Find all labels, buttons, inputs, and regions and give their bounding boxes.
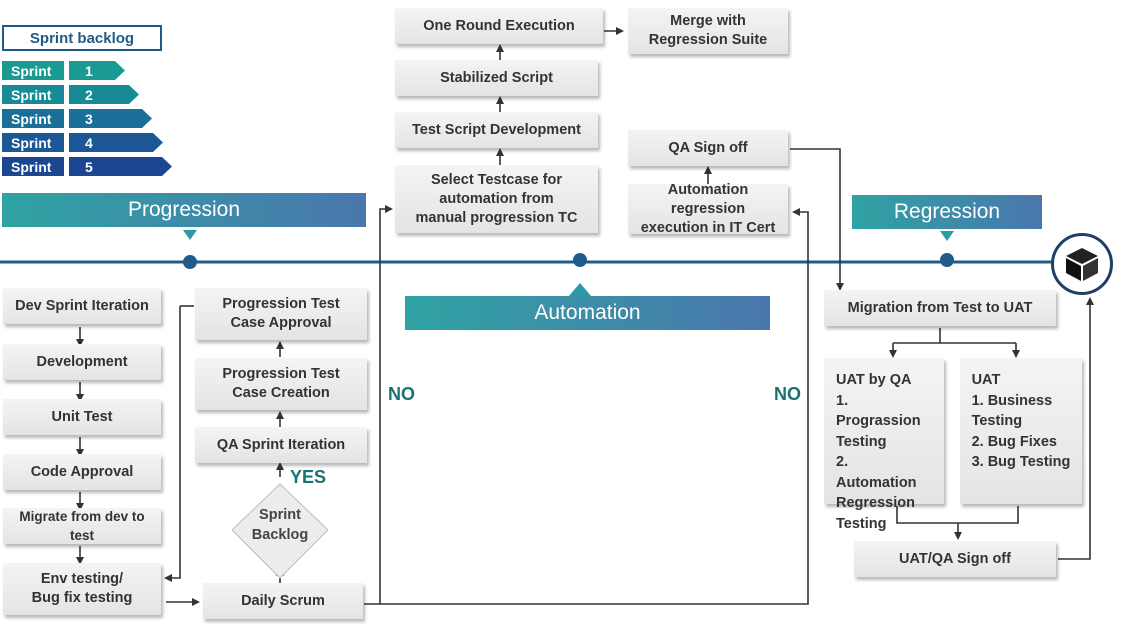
sprint-row: Sprint 5 — [2, 157, 172, 176]
test-script-development-box: Test Script Development — [395, 112, 598, 148]
uat-box: UAT 1. Business Testing 2. Bug Fixes 3. … — [960, 358, 1082, 504]
test-case-approval-box: Progression Test Case Approval — [195, 288, 367, 340]
merge-regression-box: Merge with Regression Suite — [628, 8, 788, 54]
sprint-row: Sprint 4 — [2, 133, 163, 152]
daily-scrum-box: Daily Scrum — [203, 583, 363, 619]
sprint-row: Sprint 2 — [2, 85, 139, 104]
code-approval-box: Code Approval — [3, 454, 161, 490]
sprint-backlog-title: Sprint backlog — [2, 25, 162, 51]
sprint-backlog-diamond — [231, 483, 329, 579]
migration-test-uat-box: Migration from Test to UAT — [824, 290, 1056, 326]
qa-sprint-iteration-box: QA Sprint Iteration — [195, 427, 367, 463]
sprint-label: Sprint — [2, 85, 64, 104]
sprint-number: 2 — [69, 85, 139, 104]
one-round-execution-box: One Round Execution — [395, 8, 603, 44]
sprint-number: 5 — [69, 157, 172, 176]
automation-regression-box: Automation regression execution in IT Ce… — [628, 182, 788, 236]
sprint-row: Sprint 3 — [2, 109, 152, 128]
uat-by-qa-box: UAT by QA 1. Prograssion Testing 2. Auto… — [824, 358, 944, 532]
qa-signoff-box: QA Sign off — [628, 130, 788, 166]
cube-icon — [1066, 248, 1098, 281]
yes-label: YES — [290, 467, 327, 487]
dev-sprint-iteration-box: Dev Sprint Iteration — [3, 288, 161, 324]
sprint-label: Sprint — [2, 157, 64, 176]
timeline-node-progression — [183, 255, 197, 269]
stabilized-script-box: Stabilized Script — [395, 60, 598, 96]
sprint-label: Sprint — [2, 61, 64, 80]
timeline-node-automation — [573, 253, 587, 267]
test-case-creation-box: Progression Test Case Creation — [195, 358, 367, 410]
development-box: Development — [3, 344, 161, 380]
unit-test-box: Unit Test — [3, 399, 161, 435]
sprint-backlog-label: Sprint Backlog — [251, 507, 309, 543]
sprint-number: 1 — [69, 61, 125, 80]
sprint-label: Sprint — [2, 133, 64, 152]
automation-banner: Automation — [405, 296, 770, 330]
uat-qa-signoff-box: UAT/QA Sign off — [854, 541, 1056, 577]
sprint-number: 4 — [69, 133, 163, 152]
regression-banner: Regression — [852, 195, 1042, 229]
progression-banner: Progression — [2, 193, 366, 227]
sprint-label: Sprint — [2, 109, 64, 128]
no-label-right: NO — [774, 384, 801, 404]
timeline-node-regression — [940, 253, 954, 267]
sprint-row: Sprint 1 — [2, 61, 125, 80]
select-testcase-box: Select Testcase for automation from manu… — [395, 165, 598, 233]
env-testing-box: Env testing/ Bug fix testing — [3, 563, 161, 615]
migrate-dev-test-box: Migrate from dev to test — [3, 508, 161, 544]
sprint-number: 3 — [69, 109, 152, 128]
no-label-left: NO — [388, 384, 415, 404]
end-node — [1051, 233, 1113, 295]
